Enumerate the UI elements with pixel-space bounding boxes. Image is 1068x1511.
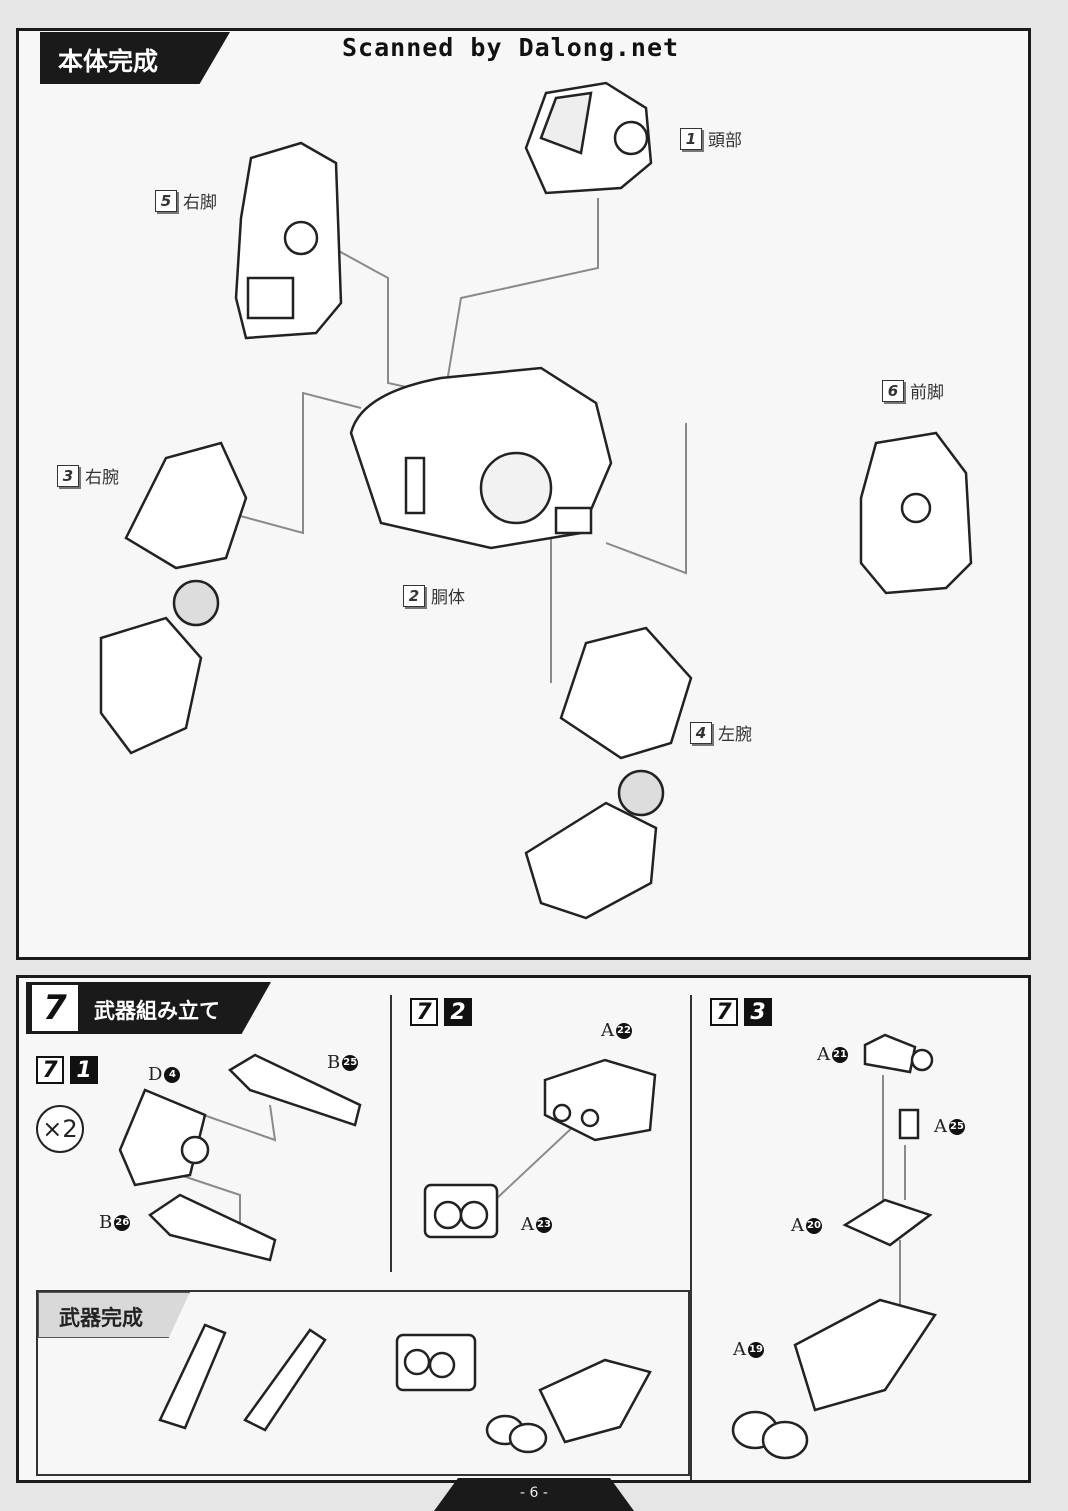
callout-label: 右脚 bbox=[183, 193, 217, 213]
step7-3-label: 7 3 bbox=[710, 998, 772, 1026]
step7-title: 武器組み立て bbox=[94, 999, 220, 1023]
part-number: 25 bbox=[949, 1118, 965, 1135]
runner-letter: A bbox=[791, 1215, 804, 1236]
part-label-a21: A 21 bbox=[817, 1044, 848, 1065]
callout-number: 3 bbox=[57, 464, 79, 487]
callout-number: 4 bbox=[690, 721, 712, 744]
step7-title-tab: 7 武器組み立て bbox=[26, 982, 271, 1034]
callout-label: 右腕 bbox=[85, 468, 119, 488]
callout-left-arm: 4 左腕 bbox=[690, 720, 752, 745]
step-number: 7 bbox=[36, 1056, 64, 1084]
part-number: 21 bbox=[832, 1046, 848, 1063]
runner-letter: A bbox=[521, 1214, 534, 1235]
part-number: 26 bbox=[114, 1214, 131, 1231]
callout-label: 前脚 bbox=[910, 383, 944, 403]
step-divider-1 bbox=[390, 995, 392, 1272]
callout-front-leg: 6 前脚 bbox=[882, 378, 944, 403]
runner-letter: A bbox=[817, 1044, 830, 1065]
page-number: - 6 - bbox=[520, 1485, 548, 1501]
main-assembly-illustration bbox=[99, 81, 973, 920]
step-number: 7 bbox=[710, 998, 738, 1026]
part-number: 25 bbox=[342, 1054, 359, 1071]
part-number: 4 bbox=[164, 1066, 181, 1083]
section-title: 本体完成 bbox=[58, 47, 159, 76]
step7-2-label: 7 2 bbox=[410, 998, 472, 1026]
runner-letter: A bbox=[934, 1116, 947, 1137]
part-number: 23 bbox=[536, 1216, 552, 1233]
runner-letter: A bbox=[733, 1339, 746, 1360]
multiplier-badge: ×2 bbox=[36, 1105, 84, 1153]
runner-letter: B bbox=[99, 1212, 113, 1233]
runner-letter: B bbox=[327, 1052, 341, 1073]
callout-number: 6 bbox=[882, 379, 904, 402]
substep-number: 1 bbox=[70, 1056, 98, 1084]
weapon-complete-tab: 武器完成 bbox=[38, 1292, 190, 1338]
callout-number: 2 bbox=[403, 584, 425, 607]
part-label-b26: B 26 bbox=[99, 1212, 131, 1233]
part-label-a19: A 19 bbox=[733, 1339, 764, 1360]
step7-1-label: 7 1 bbox=[36, 1056, 98, 1084]
scanned-credit: Scanned by Dalong.net bbox=[342, 33, 680, 62]
step7-number: 7 bbox=[32, 985, 78, 1031]
callout-right-arm: 3 右腕 bbox=[57, 463, 119, 488]
part-label-d4: D 4 bbox=[148, 1064, 181, 1085]
callout-number: 1 bbox=[680, 127, 702, 150]
substep-number: 2 bbox=[444, 998, 472, 1026]
part-label-a20: A 20 bbox=[791, 1215, 822, 1236]
part-label-b25: B 25 bbox=[327, 1052, 359, 1073]
part-number: 20 bbox=[806, 1217, 822, 1234]
part-label-a22: A 22 bbox=[601, 1020, 632, 1041]
callout-label: 胴体 bbox=[431, 588, 465, 608]
callout-label: 頭部 bbox=[708, 131, 742, 151]
part-label-a25: A 25 bbox=[934, 1116, 965, 1137]
substep-number: 3 bbox=[744, 998, 772, 1026]
weapon-complete-title: 武器完成 bbox=[59, 1306, 143, 1330]
step-divider-2 bbox=[690, 995, 692, 1480]
callout-number: 5 bbox=[155, 189, 177, 212]
part-number: 19 bbox=[748, 1341, 764, 1358]
part-label-a23: A 23 bbox=[521, 1214, 552, 1235]
footer-tab bbox=[434, 1478, 634, 1511]
part-number: 22 bbox=[616, 1022, 632, 1039]
section-title-tab: 本体完成 bbox=[40, 32, 230, 84]
callout-right-leg: 5 右脚 bbox=[155, 188, 217, 213]
callout-label: 左腕 bbox=[718, 725, 752, 745]
callout-head: 1 頭部 bbox=[680, 126, 742, 151]
step-number: 7 bbox=[410, 998, 438, 1026]
callout-torso: 2 胴体 bbox=[403, 583, 465, 608]
runner-letter: D bbox=[148, 1064, 163, 1085]
runner-letter: A bbox=[601, 1020, 614, 1041]
